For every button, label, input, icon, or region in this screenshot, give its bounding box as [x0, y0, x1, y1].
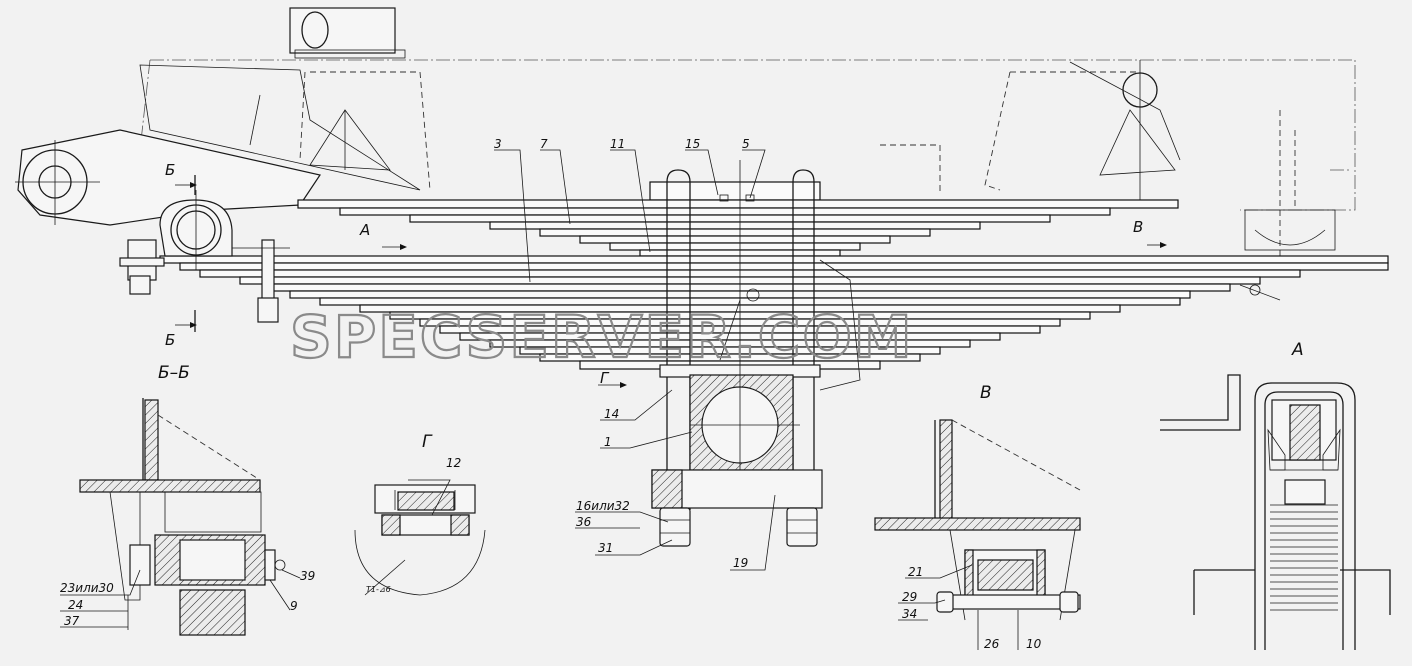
callout-12: 12: [446, 456, 461, 470]
leader-lines: [60, 149, 1019, 650]
callout-16-32: 16или32: [576, 499, 630, 513]
watermark: SPECSERVER.COM: [290, 303, 913, 371]
section-title-v: В: [980, 383, 992, 403]
section-title-bb: Б–Б: [158, 363, 190, 383]
callout-1: 1: [604, 435, 612, 449]
view-arrows: [382, 242, 1167, 388]
callout-3: 3: [494, 137, 502, 151]
view-arrow-a-label: А: [359, 221, 370, 239]
upper-bracket: [289, 7, 406, 59]
callout-11: 11: [610, 137, 625, 151]
callout-34: 34: [902, 607, 917, 621]
callout-10: 10: [1026, 637, 1042, 651]
view-a: [1160, 374, 1391, 650]
section-titles: Б–Б Г В А Б Б А В Г: [158, 161, 1304, 452]
callout-24: 24: [68, 598, 83, 612]
section-bb: [79, 398, 286, 636]
callout-5: 5: [742, 137, 750, 151]
callout-29: 29: [902, 590, 917, 604]
callout-9: 9: [290, 599, 298, 613]
view-arrow-g-label: Г: [600, 369, 610, 387]
cut-mark-b-bottom: Б: [165, 331, 175, 349]
section-g: [354, 484, 486, 596]
cut-mark-b-top: Б: [165, 161, 175, 179]
callout-26: 26: [984, 637, 1000, 651]
rear-bracket: [1069, 60, 1336, 301]
section-title-g: Г: [422, 432, 433, 452]
callout-19: 19: [733, 556, 748, 570]
callout-15: 15: [685, 137, 700, 151]
view-a-leaves: [1270, 469, 1338, 611]
callout-36: 36: [576, 515, 592, 529]
section-title-a: А: [1291, 340, 1304, 360]
callout-14: 14: [604, 407, 619, 421]
front-bracket: [15, 64, 421, 226]
callout-39: 39: [300, 569, 315, 583]
callout-labels: 3 7 11 15 5 14 1 16или32 36 31 19 12 39 …: [60, 137, 1042, 651]
callout-7: 7: [540, 137, 548, 151]
callout-37: 37: [64, 614, 80, 628]
section-v: [874, 419, 1081, 621]
view-arrow-v-label: В: [1133, 218, 1143, 236]
spring-eye: [119, 175, 290, 332]
weld-symbol: Т1-⊿6: [366, 585, 391, 594]
callout-21: 21: [908, 565, 923, 579]
axle-beam: [651, 160, 861, 547]
callout-23-30: 23или30: [60, 581, 114, 595]
callout-31: 31: [598, 541, 613, 555]
